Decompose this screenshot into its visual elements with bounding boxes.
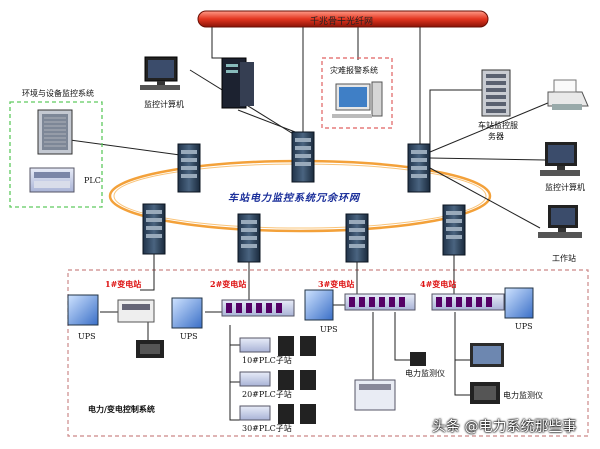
station-server-rack-icon	[481, 69, 511, 117]
ring-switch	[177, 143, 201, 193]
plc-sub-20-label: 20#PLC子站	[242, 390, 292, 399]
control-system-label: 电力/变电控制系统	[88, 404, 155, 414]
env-monitor-label: 环境与设备监控系统	[22, 89, 94, 98]
plc-device-icon	[29, 167, 75, 193]
alarm-pc-icon	[332, 81, 383, 118]
ups-icon	[304, 289, 334, 321]
station-1-label: 1#变电站	[105, 279, 142, 289]
meter-icon	[278, 336, 316, 356]
ring-switch	[407, 143, 431, 193]
plc-rack-icon	[431, 293, 505, 311]
substation-links	[100, 254, 500, 421]
power-meter-2-label: 电力监测仪	[503, 391, 543, 400]
alarm-box	[321, 57, 393, 129]
plc-sub-30-label: 30#PLC子站	[242, 424, 292, 433]
alarm-system-label: 灾难报警系统	[330, 66, 378, 75]
monitor-pc-right-icon	[540, 142, 580, 176]
monitor-pc-right-label: 监控计算机	[545, 183, 585, 192]
ups-3-label: UPS	[320, 325, 338, 334]
plc-substation-icon	[239, 337, 271, 421]
backbone-label: 千兆骨干光纤网	[310, 17, 374, 27]
power-meter-1-label: 电力监测仪	[405, 369, 445, 378]
env-monitor-box	[9, 101, 103, 208]
plc-sub-10-label: 10#PLC子站	[242, 356, 292, 365]
backbone-pipe	[197, 10, 489, 28]
monitor-pc-label: 监控计算机	[144, 100, 184, 109]
ups-icon	[504, 287, 534, 319]
ups-icon	[67, 294, 99, 326]
watermark: 头条 @电力系统那些事	[432, 419, 577, 435]
station-4-label: 4#变电站	[420, 279, 457, 289]
station-server-label: 车站监控服	[478, 121, 518, 130]
ups-1-label: UPS	[78, 332, 96, 341]
station-server-label-2: 务器	[488, 132, 504, 141]
plc-rack-icon	[344, 293, 416, 311]
ups-2-label: UPS	[180, 332, 198, 341]
env-monitor-rack-icon	[37, 109, 73, 155]
workstation-label: 工作站	[552, 254, 576, 263]
meter-icon	[278, 404, 316, 424]
ring-switch	[442, 204, 466, 256]
station-3-label: 3#变电站	[318, 279, 355, 289]
printer-icon	[547, 79, 589, 110]
meter-icon	[278, 370, 316, 390]
ups-icon	[171, 297, 203, 329]
touch-panel-icon	[470, 343, 504, 367]
panel-icon	[470, 382, 500, 404]
plc-rack-icon	[221, 299, 295, 317]
substation-area-box	[67, 269, 589, 437]
tower-server-icon	[221, 57, 254, 109]
monitor-pc-icon	[140, 56, 180, 90]
station-2-label: 2#变电站	[210, 279, 247, 289]
panel-icon	[136, 340, 164, 358]
ups-4-label: UPS	[515, 322, 533, 331]
ring-switch	[237, 213, 261, 263]
plc-label: PLC	[84, 176, 101, 185]
ring-label: 车站电力监控系统冗余环网	[228, 193, 360, 204]
power-meter-box-icon	[354, 379, 396, 411]
meter-icon	[410, 352, 426, 366]
transformer-device-icon	[117, 299, 155, 323]
workstation-icon	[538, 205, 582, 238]
ring-switch	[345, 213, 369, 263]
ring-switch	[142, 203, 166, 255]
ring-switch	[291, 131, 315, 183]
